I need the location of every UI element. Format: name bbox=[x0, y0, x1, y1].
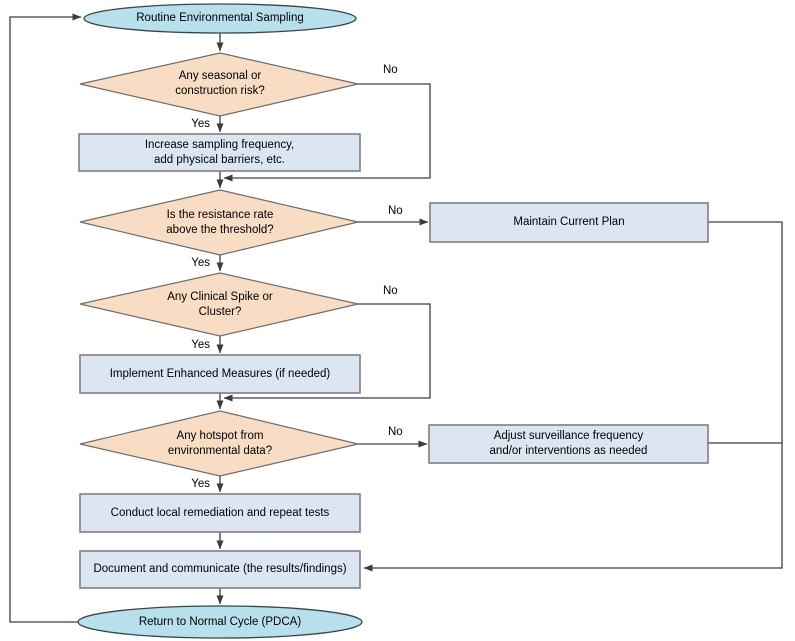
adjust-surveillance-process-shape bbox=[428, 424, 709, 464]
hotspot-decision-shape bbox=[79, 410, 359, 477]
return-normal-terminal-shape bbox=[77, 605, 363, 639]
clinical-spike-decision-shape bbox=[79, 272, 359, 337]
edge-return-loop-to-start bbox=[9, 13, 82, 623]
document-communicate-process-shape bbox=[79, 550, 361, 589]
seasonal-risk-decision-shape bbox=[79, 52, 359, 117]
start-terminal-shape bbox=[83, 3, 357, 34]
edge-clinical-no-bypass bbox=[223, 303, 431, 402]
resistance-rate-decision-shape bbox=[79, 189, 359, 256]
local-remediation-process-shape bbox=[79, 493, 361, 533]
increase-sampling-process-shape bbox=[78, 133, 361, 172]
enhanced-measures-process-shape bbox=[79, 354, 361, 394]
edge-seasonal-no-bypass bbox=[223, 83, 431, 182]
edge-maintain-to-document bbox=[363, 221, 783, 572]
maintain-plan-process-shape bbox=[429, 202, 709, 243]
